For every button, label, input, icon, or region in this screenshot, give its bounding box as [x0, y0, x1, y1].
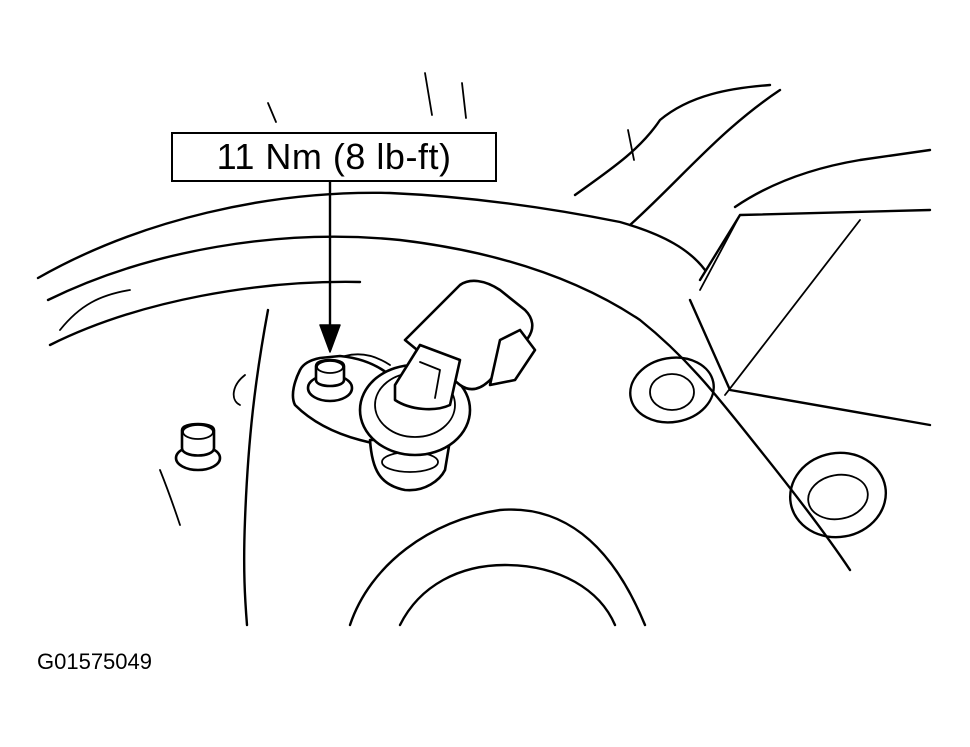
- torque-callout-label: 11 Nm (8 lb-ft): [216, 136, 452, 177]
- mount-hole-inner: [649, 373, 695, 411]
- bracket-side: [724, 219, 861, 396]
- wall-edge: [159, 469, 181, 526]
- sensor-connector-neck: [393, 343, 462, 411]
- wall-line: [242, 308, 270, 627]
- housing-edge-line: [59, 289, 131, 331]
- hatch-line: [424, 72, 433, 116]
- mount-hole-outer: [788, 451, 888, 539]
- sensor-connector-slot: [419, 361, 441, 399]
- sensor-bolt: [306, 358, 354, 403]
- hatch-line: [461, 82, 467, 119]
- hatch-line: [627, 129, 635, 161]
- mount-hole-inner: [807, 473, 869, 521]
- loose-bolt: [174, 422, 222, 472]
- bracket-edge: [733, 148, 932, 209]
- hatch-line: [267, 102, 277, 123]
- camshaft-sensor: [291, 279, 537, 492]
- bore-inner: [398, 563, 617, 627]
- housing-inner-curve: [46, 235, 852, 572]
- bore-outer: [348, 508, 647, 627]
- housing-outer-curve: [36, 191, 707, 280]
- bracket-lower: [688, 298, 932, 427]
- bracket-ridge: [628, 88, 782, 227]
- torque-callout: 11 Nm (8 lb-ft): [171, 132, 497, 182]
- mount-hole-outer: [629, 356, 715, 424]
- arrow-down-icon: [319, 182, 341, 353]
- bracket-upper: [573, 83, 772, 197]
- bracket-line: [699, 214, 741, 291]
- sensor-connector-tab: [488, 328, 537, 387]
- wall-flange: [232, 374, 246, 406]
- sensor-wire: [344, 353, 391, 366]
- housing-lower-curve: [48, 280, 362, 347]
- figure-id: G01575049: [37, 649, 152, 674]
- bracket-face: [698, 208, 932, 282]
